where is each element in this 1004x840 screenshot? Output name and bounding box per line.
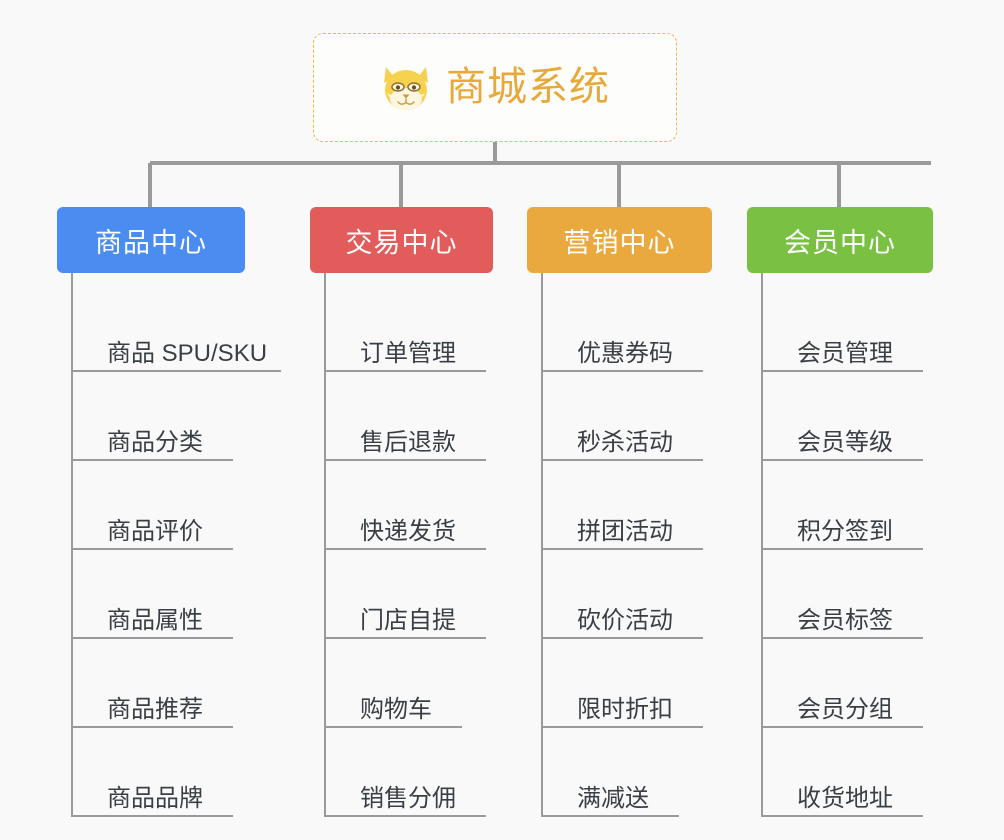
column-product-center: 商品中心 商品 SPU/SKU 商品分类 商品评价 商品属性 xyxy=(57,207,287,817)
leaf-underline xyxy=(763,726,923,728)
leaf-underline xyxy=(763,459,923,461)
leaf-underline xyxy=(543,726,703,728)
leaf-list-product-center: 商品 SPU/SKU 商品分类 商品评价 商品属性 商品推荐 xyxy=(71,273,287,817)
list-item[interactable]: 积分签到 xyxy=(763,461,962,550)
list-item[interactable]: 销售分佣 xyxy=(326,728,522,817)
list-item[interactable]: 商品属性 xyxy=(73,550,287,639)
leaf-underline xyxy=(326,637,486,639)
list-item[interactable]: 会员管理 xyxy=(763,283,962,372)
list-item[interactable]: 限时折扣 xyxy=(543,639,739,728)
leaf-label: 订单管理 xyxy=(360,339,456,367)
leaf-underline xyxy=(326,459,486,461)
column-member-center: 会员中心 会员管理 会员等级 积分签到 会员标签 xyxy=(747,207,962,817)
leaf-label: 会员等级 xyxy=(797,428,893,456)
list-item[interactable]: 商品品牌 xyxy=(73,728,287,817)
leaf-label: 秒杀活动 xyxy=(577,428,673,456)
leaf-label: 门店自提 xyxy=(360,606,456,634)
list-item[interactable]: 商品评价 xyxy=(73,461,287,550)
leaf-label: 商品推荐 xyxy=(107,695,203,723)
leaf-underline xyxy=(543,548,703,550)
leaf-underline xyxy=(543,815,679,817)
list-item[interactable]: 满减送 xyxy=(543,728,739,817)
leaf-label: 商品属性 xyxy=(107,606,203,634)
list-item[interactable]: 收货地址 xyxy=(763,728,962,817)
leaf-label: 拼团活动 xyxy=(577,517,673,545)
category-label: 营销中心 xyxy=(563,227,676,258)
list-item[interactable]: 会员等级 xyxy=(763,372,962,461)
category-label: 商品中心 xyxy=(95,227,207,258)
category-label: 会员中心 xyxy=(784,227,896,258)
leaf-underline xyxy=(326,815,486,817)
leaf-label: 快递发货 xyxy=(360,517,456,545)
list-item[interactable]: 会员分组 xyxy=(763,639,962,728)
leaf-underline xyxy=(73,370,281,372)
leaf-list-marketing-center: 优惠券码 秒杀活动 拼团活动 砍价活动 限时折扣 xyxy=(541,273,739,817)
leaf-label: 购物车 xyxy=(360,695,432,723)
leaf-underline xyxy=(763,548,923,550)
category-header-trade-center[interactable]: 交易中心 xyxy=(310,207,493,273)
leaf-underline xyxy=(763,370,923,372)
list-item[interactable]: 商品分类 xyxy=(73,372,287,461)
leaf-underline xyxy=(543,370,703,372)
leaf-underline xyxy=(73,548,233,550)
leaf-label: 会员管理 xyxy=(797,339,893,367)
leaf-label: 砍价活动 xyxy=(577,606,673,634)
leaf-label: 会员分组 xyxy=(797,695,893,723)
list-item[interactable]: 优惠券码 xyxy=(543,283,739,372)
leaf-label: 满减送 xyxy=(577,784,649,812)
leaf-list-trade-center: 订单管理 售后退款 快递发货 门店自提 购物车 xyxy=(324,273,522,817)
category-header-member-center[interactable]: 会员中心 xyxy=(747,207,933,273)
column-trade-center: 交易中心 订单管理 售后退款 快递发货 门店自提 xyxy=(310,207,522,817)
leaf-label: 商品品牌 xyxy=(107,784,203,812)
leaf-label: 优惠券码 xyxy=(577,339,673,367)
leaf-underline xyxy=(326,548,486,550)
leaf-underline xyxy=(73,726,233,728)
leaf-label: 限时折扣 xyxy=(577,695,673,723)
leaf-label: 销售分佣 xyxy=(360,784,456,812)
list-item[interactable]: 拼团活动 xyxy=(543,461,739,550)
leaf-underline xyxy=(73,637,233,639)
category-header-marketing-center[interactable]: 营销中心 xyxy=(527,207,712,273)
list-item[interactable]: 门店自提 xyxy=(326,550,522,639)
list-item[interactable]: 砍价活动 xyxy=(543,550,739,639)
leaf-underline xyxy=(543,637,703,639)
leaf-underline xyxy=(326,370,486,372)
list-item[interactable]: 秒杀活动 xyxy=(543,372,739,461)
leaf-underline xyxy=(73,459,233,461)
leaf-label: 会员标签 xyxy=(797,606,893,634)
shiba-dog-face-icon xyxy=(384,66,428,110)
leaf-underline xyxy=(73,815,233,817)
category-header-product-center[interactable]: 商品中心 xyxy=(57,207,245,273)
leaf-label: 商品评价 xyxy=(107,517,203,545)
list-item[interactable]: 会员标签 xyxy=(763,550,962,639)
leaf-label: 商品 SPU/SKU xyxy=(107,339,268,367)
list-item[interactable]: 商品推荐 xyxy=(73,639,287,728)
leaf-underline xyxy=(763,815,923,817)
list-item[interactable]: 购物车 xyxy=(326,639,522,728)
leaf-label: 商品分类 xyxy=(107,428,203,456)
leaf-label: 售后退款 xyxy=(360,428,456,456)
list-item[interactable]: 订单管理 xyxy=(326,283,522,372)
leaf-underline xyxy=(763,637,923,639)
root-title: 商城系统 xyxy=(446,64,610,109)
leaf-list-member-center: 会员管理 会员等级 积分签到 会员标签 会员分组 xyxy=(761,273,962,817)
leaf-underline xyxy=(326,726,462,728)
leaf-label: 收货地址 xyxy=(797,784,893,812)
list-item[interactable]: 售后退款 xyxy=(326,372,522,461)
leaf-label: 积分签到 xyxy=(797,517,893,545)
list-item[interactable]: 商品 SPU/SKU xyxy=(73,283,287,372)
list-item[interactable]: 快递发货 xyxy=(326,461,522,550)
column-marketing-center: 营销中心 优惠券码 秒杀活动 拼团活动 砍价活动 xyxy=(527,207,739,817)
leaf-underline xyxy=(543,459,703,461)
category-label: 交易中心 xyxy=(345,227,458,258)
root-node[interactable]: 商城系统 xyxy=(313,33,677,142)
